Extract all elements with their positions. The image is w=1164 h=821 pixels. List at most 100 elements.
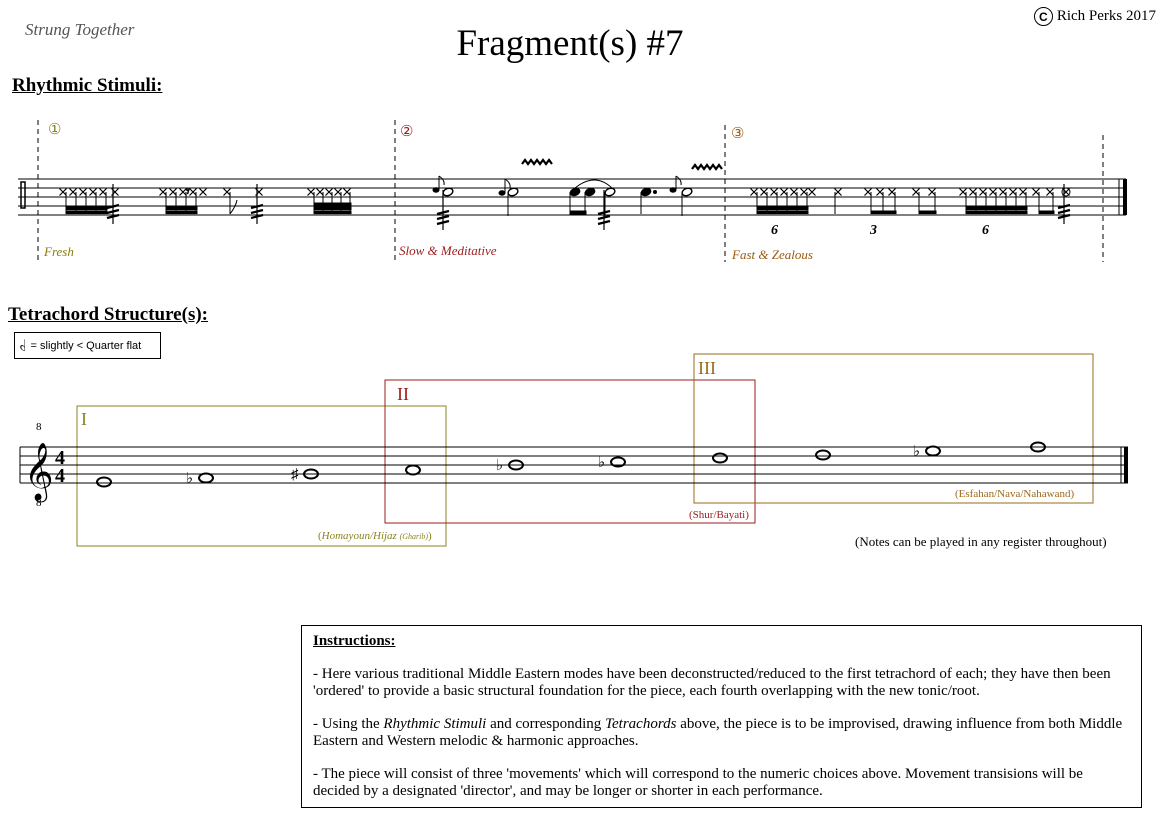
- tremolo-slash: [1057, 203, 1071, 210]
- note-flag: [504, 178, 511, 189]
- x-notehead: [1019, 188, 1027, 196]
- x-notehead: [99, 188, 107, 196]
- tremolo-slash: [106, 213, 120, 220]
- x-notehead: [912, 188, 920, 196]
- note-flag: [438, 175, 445, 186]
- half-note: [681, 187, 693, 197]
- note-beam: [165, 206, 198, 211]
- half-note: [507, 187, 519, 197]
- tremolo-slash: [1057, 208, 1071, 215]
- tetrachord-heading: Tetrachord Structure(s):: [8, 304, 208, 325]
- x-notehead: [179, 188, 187, 196]
- tremolo-slash: [106, 208, 120, 215]
- tetrachord-box-2: [384, 379, 756, 524]
- whole-note: [96, 476, 112, 488]
- mode-names-1-text: Homayoun/Hijaz: [321, 530, 398, 542]
- x-notehead: [169, 188, 177, 196]
- piece-subtitle: Strung Together: [25, 20, 135, 39]
- x-notehead: [989, 188, 997, 196]
- x-notehead: [999, 188, 1007, 196]
- tremolo-slash: [1057, 213, 1071, 220]
- box-label-1: I: [81, 409, 87, 429]
- tempo-marking-2: Slow & Meditative: [399, 243, 497, 258]
- circled-notehead: [1061, 187, 1071, 197]
- tremolo-slash: [597, 209, 611, 216]
- whole-note: [712, 452, 728, 464]
- tetrachord-box-3: [693, 353, 1094, 504]
- x-notehead: [750, 188, 758, 196]
- tetrachord-staff: I II III (Homayoun/Hijaz (Gharib)) (Shur…: [19, 353, 1128, 547]
- tremolo-slash: [250, 213, 264, 220]
- tremolo-slash: [436, 219, 450, 226]
- tuplet-number: 3: [869, 223, 877, 238]
- tempo-marking-3: Fast & Zealous: [731, 247, 813, 262]
- note-beam: [313, 202, 352, 207]
- whole-note: [1030, 441, 1046, 453]
- tremolo-slash: [250, 203, 264, 210]
- quarter-note: [584, 187, 596, 197]
- x-notehead: [1009, 188, 1017, 196]
- tremolo-slash: [436, 214, 450, 221]
- instructions-heading: Instructions:: [313, 633, 396, 649]
- note-beam: [65, 210, 108, 215]
- note-beam: [313, 210, 352, 215]
- half-note: [604, 187, 616, 197]
- copyright-text: Rich Perks 2017: [1056, 8, 1156, 24]
- note-beam: [1038, 210, 1055, 215]
- rest-icon: 𝄾: [186, 185, 190, 200]
- quarter-note: [569, 187, 581, 197]
- whole-note: [610, 456, 626, 468]
- x-notehead: [199, 188, 207, 196]
- box-label-3: III: [698, 358, 716, 378]
- x-notehead: [1046, 188, 1054, 196]
- tetrachord-box-1: [76, 405, 447, 547]
- x-notehead: [800, 188, 808, 196]
- note-beam: [965, 210, 1028, 215]
- note-beam: [65, 206, 108, 211]
- whole-note: [303, 468, 319, 480]
- note-beam: [756, 210, 809, 215]
- mode-names-3: (Esfahan/Nava/Nahawand): [955, 488, 1074, 500]
- x-notehead: [89, 188, 97, 196]
- note-flag: [675, 175, 682, 186]
- x-notehead: [928, 188, 936, 196]
- percussion-clef-icon: [20, 181, 26, 209]
- x-notehead: [790, 188, 798, 196]
- whole-note: [508, 459, 524, 471]
- x-notehead: [864, 188, 872, 196]
- time-signature-bottom: 4: [55, 465, 65, 487]
- rhythmic-stimuli-heading: Rhythmic Stimuli:: [12, 75, 163, 96]
- x-notehead: [316, 188, 324, 196]
- x-notehead: [760, 188, 768, 196]
- x-notehead: [979, 188, 987, 196]
- whole-note: [815, 449, 831, 461]
- tremolo-slash: [597, 214, 611, 221]
- trill-icon: [521, 158, 553, 166]
- x-notehead: [1032, 188, 1040, 196]
- x-notehead: [876, 188, 884, 196]
- x-notehead: [189, 188, 197, 196]
- note-beam: [870, 210, 897, 215]
- accidental-legend: ♭ = slightly < Quarter flat: [14, 332, 161, 359]
- x-notehead: [223, 188, 231, 196]
- x-notehead: [959, 188, 967, 196]
- section-number-2: ②: [400, 124, 413, 140]
- instruction-paragraph-3: - The piece will consist of three 'movem…: [313, 766, 1083, 799]
- trill-icon: [691, 163, 723, 171]
- tremolo-slash: [597, 219, 611, 226]
- note-beam: [756, 206, 809, 211]
- note-beam: [165, 210, 198, 215]
- x-notehead: [79, 188, 87, 196]
- whole-note: [925, 445, 941, 457]
- x-notehead: [770, 188, 778, 196]
- x-notehead: [325, 188, 333, 196]
- register-note: (Notes can be played in any register thr…: [855, 534, 1107, 549]
- instruction-paragraph-1: - Here various traditional Middle Easter…: [313, 666, 1111, 699]
- mode-names-1: (Homayoun/Hijaz (Gharib)): [318, 530, 432, 542]
- legend-text: = slightly < Quarter flat: [30, 339, 142, 352]
- box-label-2: II: [397, 384, 409, 404]
- tempo-marking-1: Fresh: [43, 244, 74, 259]
- note-beam: [918, 210, 937, 215]
- grace-note: [432, 187, 440, 193]
- x-notehead: [159, 188, 167, 196]
